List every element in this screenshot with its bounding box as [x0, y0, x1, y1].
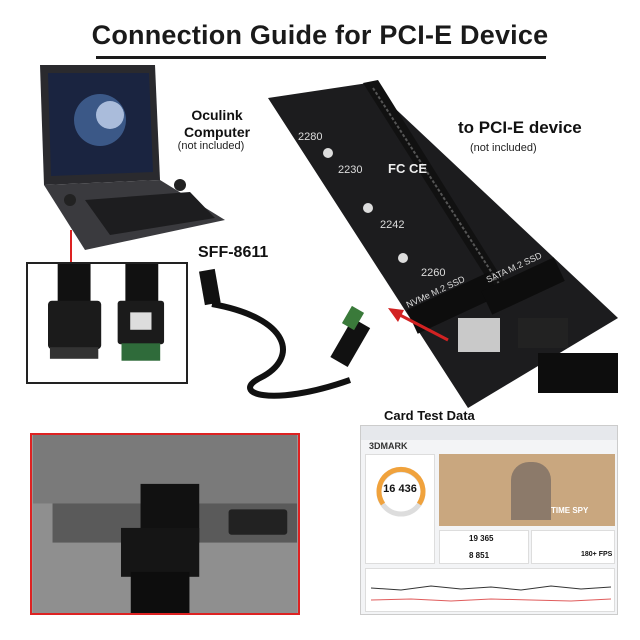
connector-line [70, 230, 72, 262]
test-label: Card Test Data [384, 408, 475, 423]
benchmark-screenshot: 3DMARK 16 436 TIME SPY 19 365 8 851 180+… [360, 425, 618, 615]
connection-photo [30, 433, 300, 615]
pcie-adapter-board: 2230 2242 2260 2280 FC CE NVMe M.2 SSD S… [268, 80, 618, 408]
overall-score: 16 436 [383, 483, 417, 495]
size-2242: 2242 [380, 219, 404, 231]
oculink-port-photo [32, 435, 298, 613]
graphics-score: 19 365 [469, 534, 494, 543]
computer-label: Oculink Computer [183, 107, 251, 140]
device-label: to PCI-E device [458, 118, 582, 137]
app-name: 3DMARK [369, 441, 408, 451]
sff8611-cable-image [198, 268, 371, 399]
cpu-score: 8 851 [469, 551, 490, 560]
cable-connector-inset [26, 262, 188, 384]
cable-connectors-image [48, 264, 165, 361]
device-note: (not included) [470, 142, 537, 154]
fps-value: 180+ FPS [581, 551, 613, 558]
size-2230: 2230 [338, 164, 362, 176]
score-gauge [376, 466, 426, 517]
title-underline [96, 56, 546, 59]
page-title: Connection Guide for PCI-E Device [91, 20, 549, 50]
performance-graph [371, 585, 611, 602]
connection-arrow-icon [388, 308, 449, 342]
cable-label: SFF-8611 [198, 244, 269, 261]
computer-note: (not included) [177, 140, 245, 152]
benchmark-name: TIME SPY [551, 506, 589, 515]
size-2280: 2280 [298, 131, 322, 143]
size-2260: 2260 [421, 267, 445, 279]
oculink-computer-image [40, 65, 225, 250]
fcc-marks: FC CE [388, 161, 427, 176]
